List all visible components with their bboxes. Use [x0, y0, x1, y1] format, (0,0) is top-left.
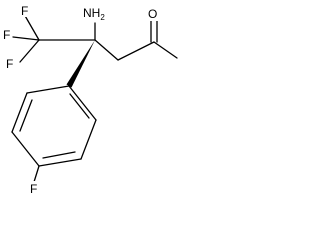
f-left-upper-label-mask	[1, 29, 12, 41]
bond-cf3-carbon-to-f-left-upper	[12, 36, 40, 41]
bond-stereocenter-to-ch2	[94, 39, 119, 61]
amine-label: NH2	[83, 6, 105, 22]
ring-bond-c6-c1	[26, 85, 70, 94]
f-left-lower-label-mask	[4, 58, 15, 70]
f-top-label: F	[21, 4, 28, 18]
wedge-bond-stereocenter-to-aryl	[66, 40, 95, 88]
ring-bond-c2-c3	[80, 119, 97, 160]
bond-ring-to-f-para	[33, 165, 40, 183]
bond-cf3-carbon-to-f-top	[23, 13, 40, 41]
ring-bond-c3-c4	[38, 158, 82, 167]
ring-bond-c1-c2	[68, 85, 97, 121]
f-top-label-mask	[19, 5, 30, 17]
amine-label-subscript: 2	[100, 13, 105, 22]
ring-inner-double-bond-3	[19, 99, 33, 132]
ring-bond-c4-c5	[11, 131, 40, 167]
carbonyl-oxygen-label-mask	[146, 7, 160, 21]
amine-label-mask	[82, 5, 110, 21]
f-para-label: F	[30, 182, 37, 196]
bond-cf3-carbon-to-f-left-lower	[19, 39, 40, 63]
f-left-lower-label: F	[6, 57, 13, 71]
carbonyl-oxygen-label: O	[148, 7, 157, 21]
bond-carbonyl-carbon-to-methyl	[153, 41, 178, 59]
ring-bond-c5-c6	[11, 92, 28, 133]
amine-label-text: NH	[83, 6, 100, 20]
ring-inner-double-bond-1	[69, 93, 90, 119]
f-para-label-mask	[29, 181, 40, 194]
bond-ch2-to-carbonyl-carbon	[117, 41, 155, 61]
ring-inner-double-bond-2	[42, 151, 76, 159]
chemical-structure: F F F NH2 O F	[1, 4, 178, 196]
f-left-upper-label: F	[3, 28, 10, 42]
